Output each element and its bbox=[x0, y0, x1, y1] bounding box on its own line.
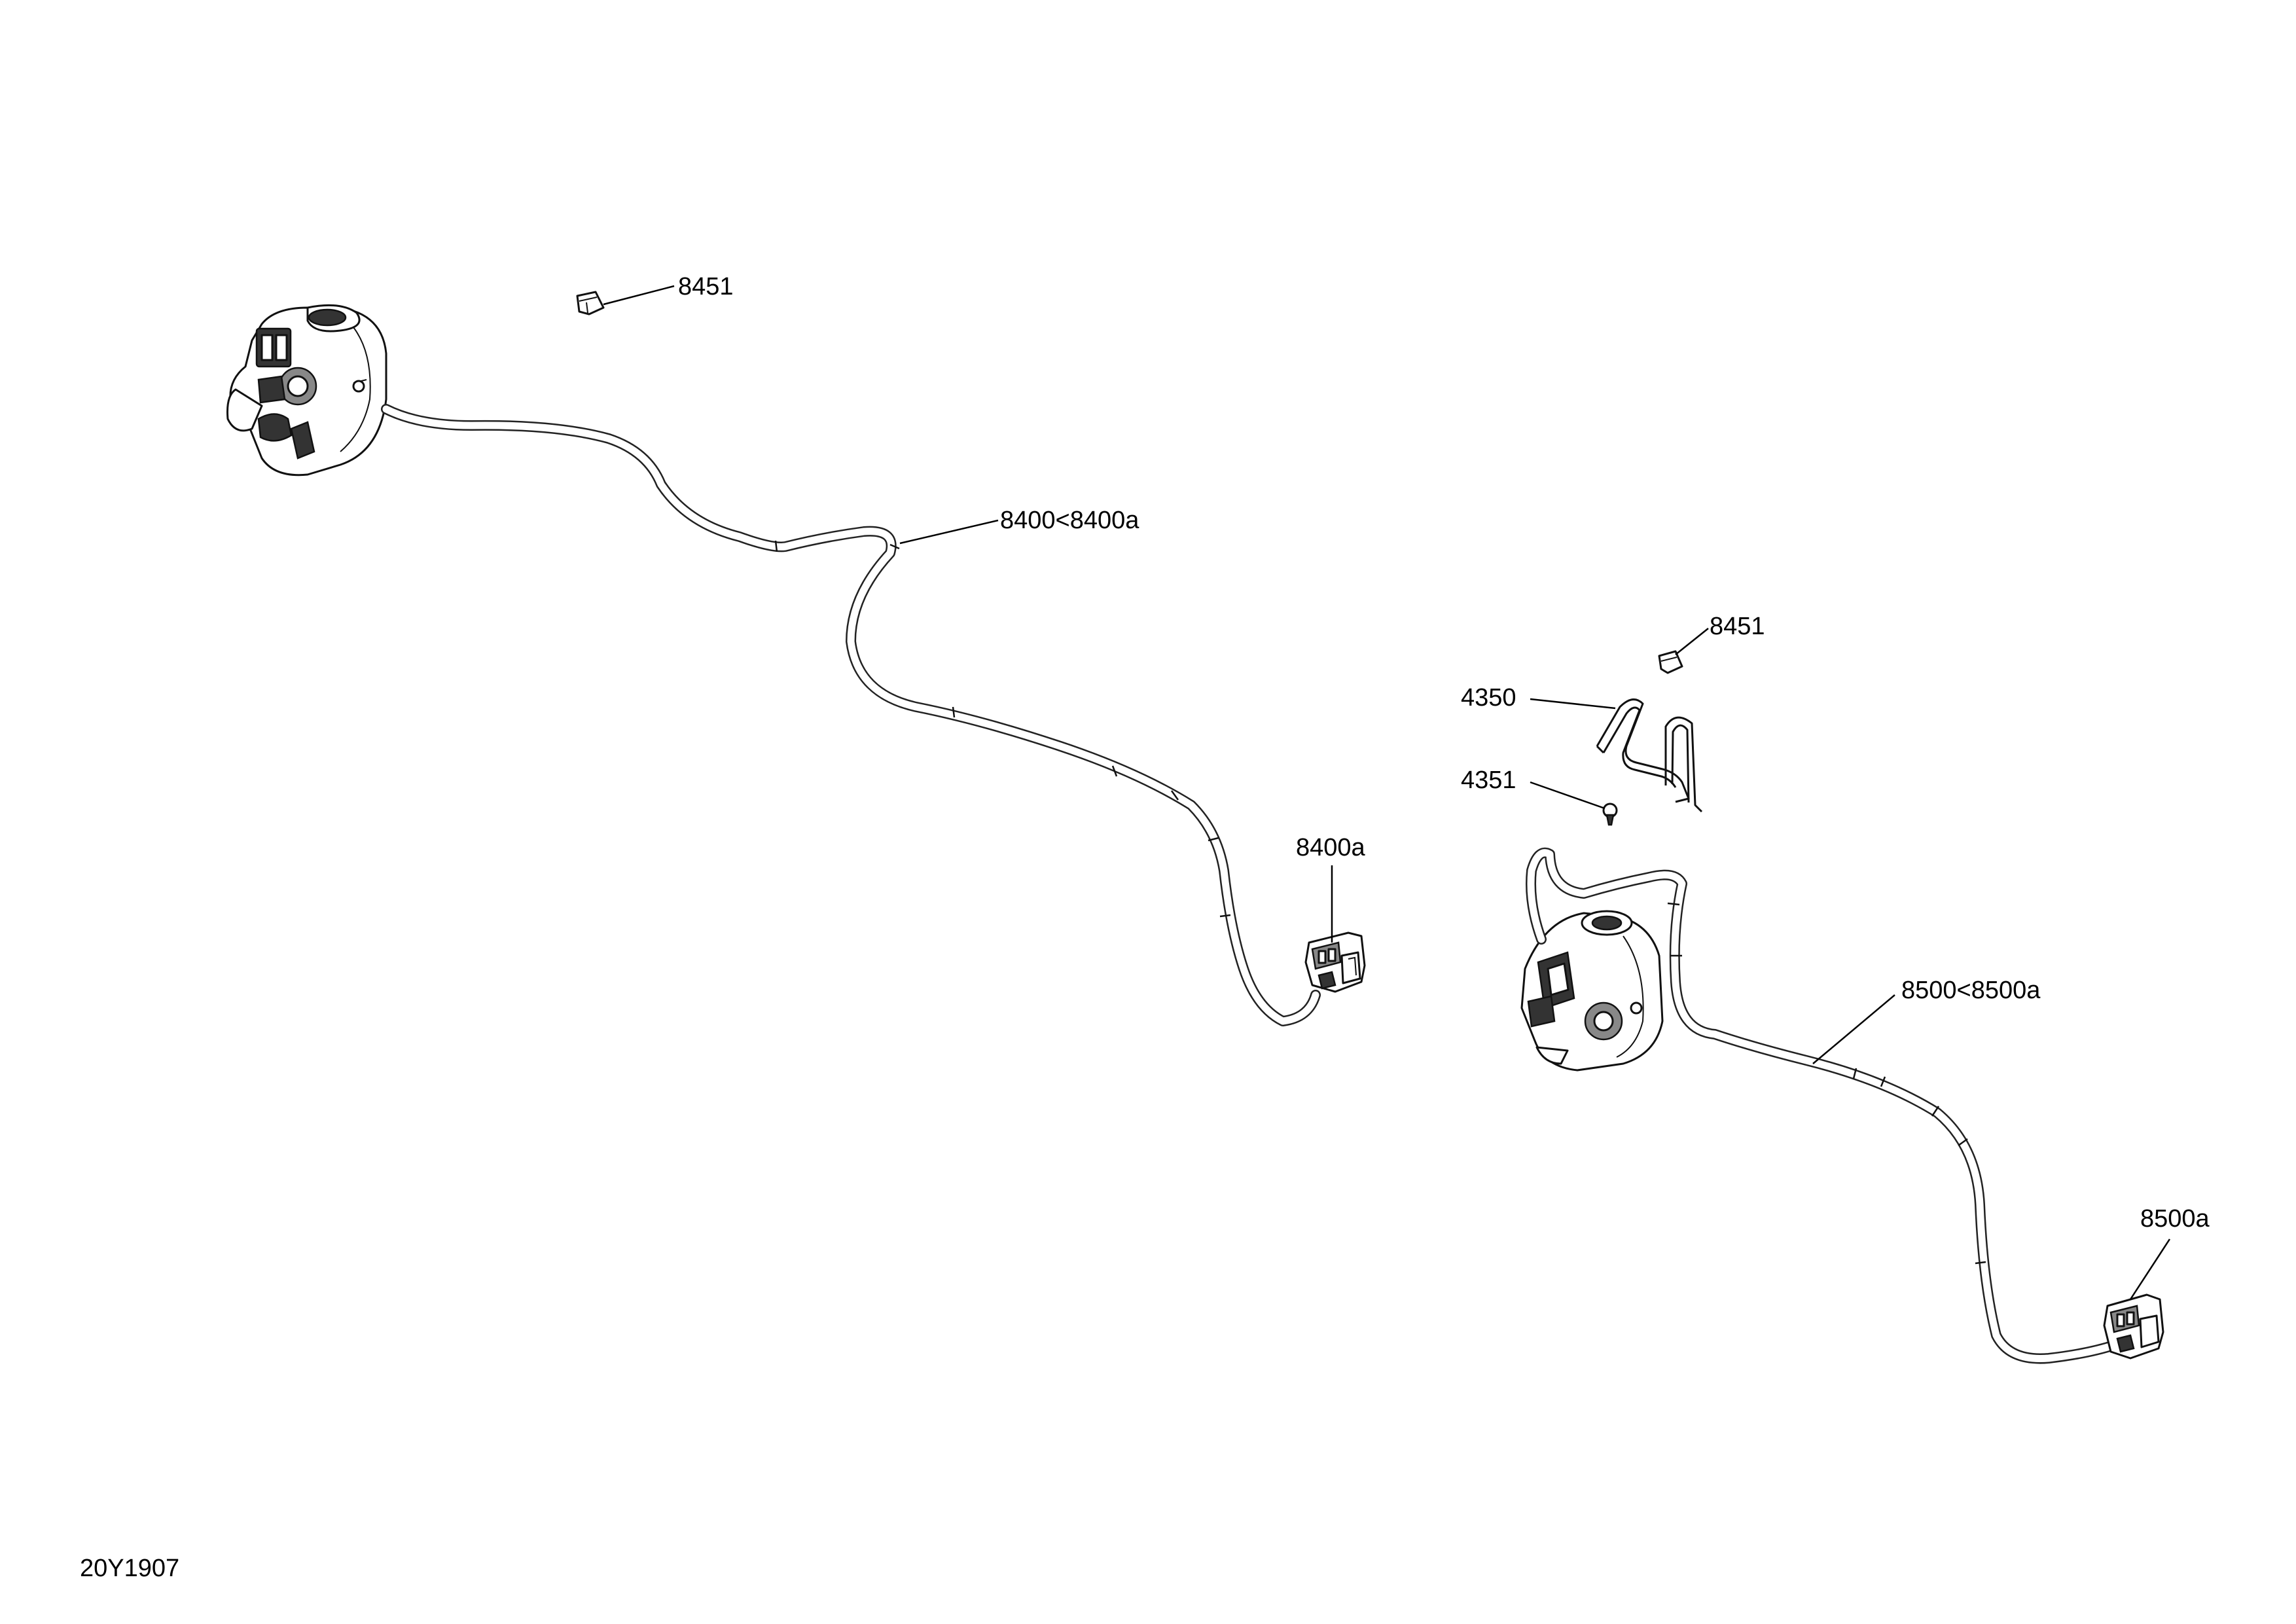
callout-left-retainer: 8451 bbox=[678, 273, 734, 300]
right-retainer-clip bbox=[1658, 650, 1683, 674]
callout-bracket: 4350 bbox=[1461, 684, 1516, 712]
callout-right-connector: 8500a bbox=[2140, 1205, 2210, 1233]
left-harness-connector bbox=[1304, 931, 1366, 993]
callout-right-harness: 8500<8500a bbox=[1901, 977, 2041, 1004]
right-harness-wire bbox=[1526, 847, 2119, 1364]
leader-bracket bbox=[1530, 698, 1616, 710]
leader-left-harness bbox=[899, 519, 999, 545]
callout-screw: 4351 bbox=[1461, 767, 1516, 794]
callout-left-connector: 8400a bbox=[1296, 834, 1366, 861]
callout-right-retainer: 8451 bbox=[1710, 613, 1765, 640]
callout-left-harness: 8400<8400a bbox=[1000, 507, 1139, 534]
left-retainer-clip bbox=[576, 291, 605, 316]
drawing-id: 20Y1907 bbox=[80, 1555, 179, 1582]
leader-right-retainer bbox=[1675, 628, 1709, 655]
leader-screw bbox=[1530, 781, 1605, 810]
left-harness-wire bbox=[381, 404, 1321, 1026]
leader-right-harness bbox=[1812, 994, 1895, 1064]
leader-left-retainer bbox=[603, 285, 675, 306]
screw bbox=[1602, 803, 1618, 826]
leader-lines bbox=[603, 285, 2171, 1300]
right-switch-housing bbox=[1520, 910, 1664, 1072]
leader-right-connector bbox=[2129, 1238, 2171, 1300]
wire-bracket bbox=[1596, 698, 1703, 813]
right-harness-connector bbox=[2103, 1293, 2164, 1360]
callout-labels: 8451 8400<8400a 8400a 8451 4350 4351 850… bbox=[80, 273, 2210, 1582]
left-switch-housing bbox=[226, 304, 387, 477]
